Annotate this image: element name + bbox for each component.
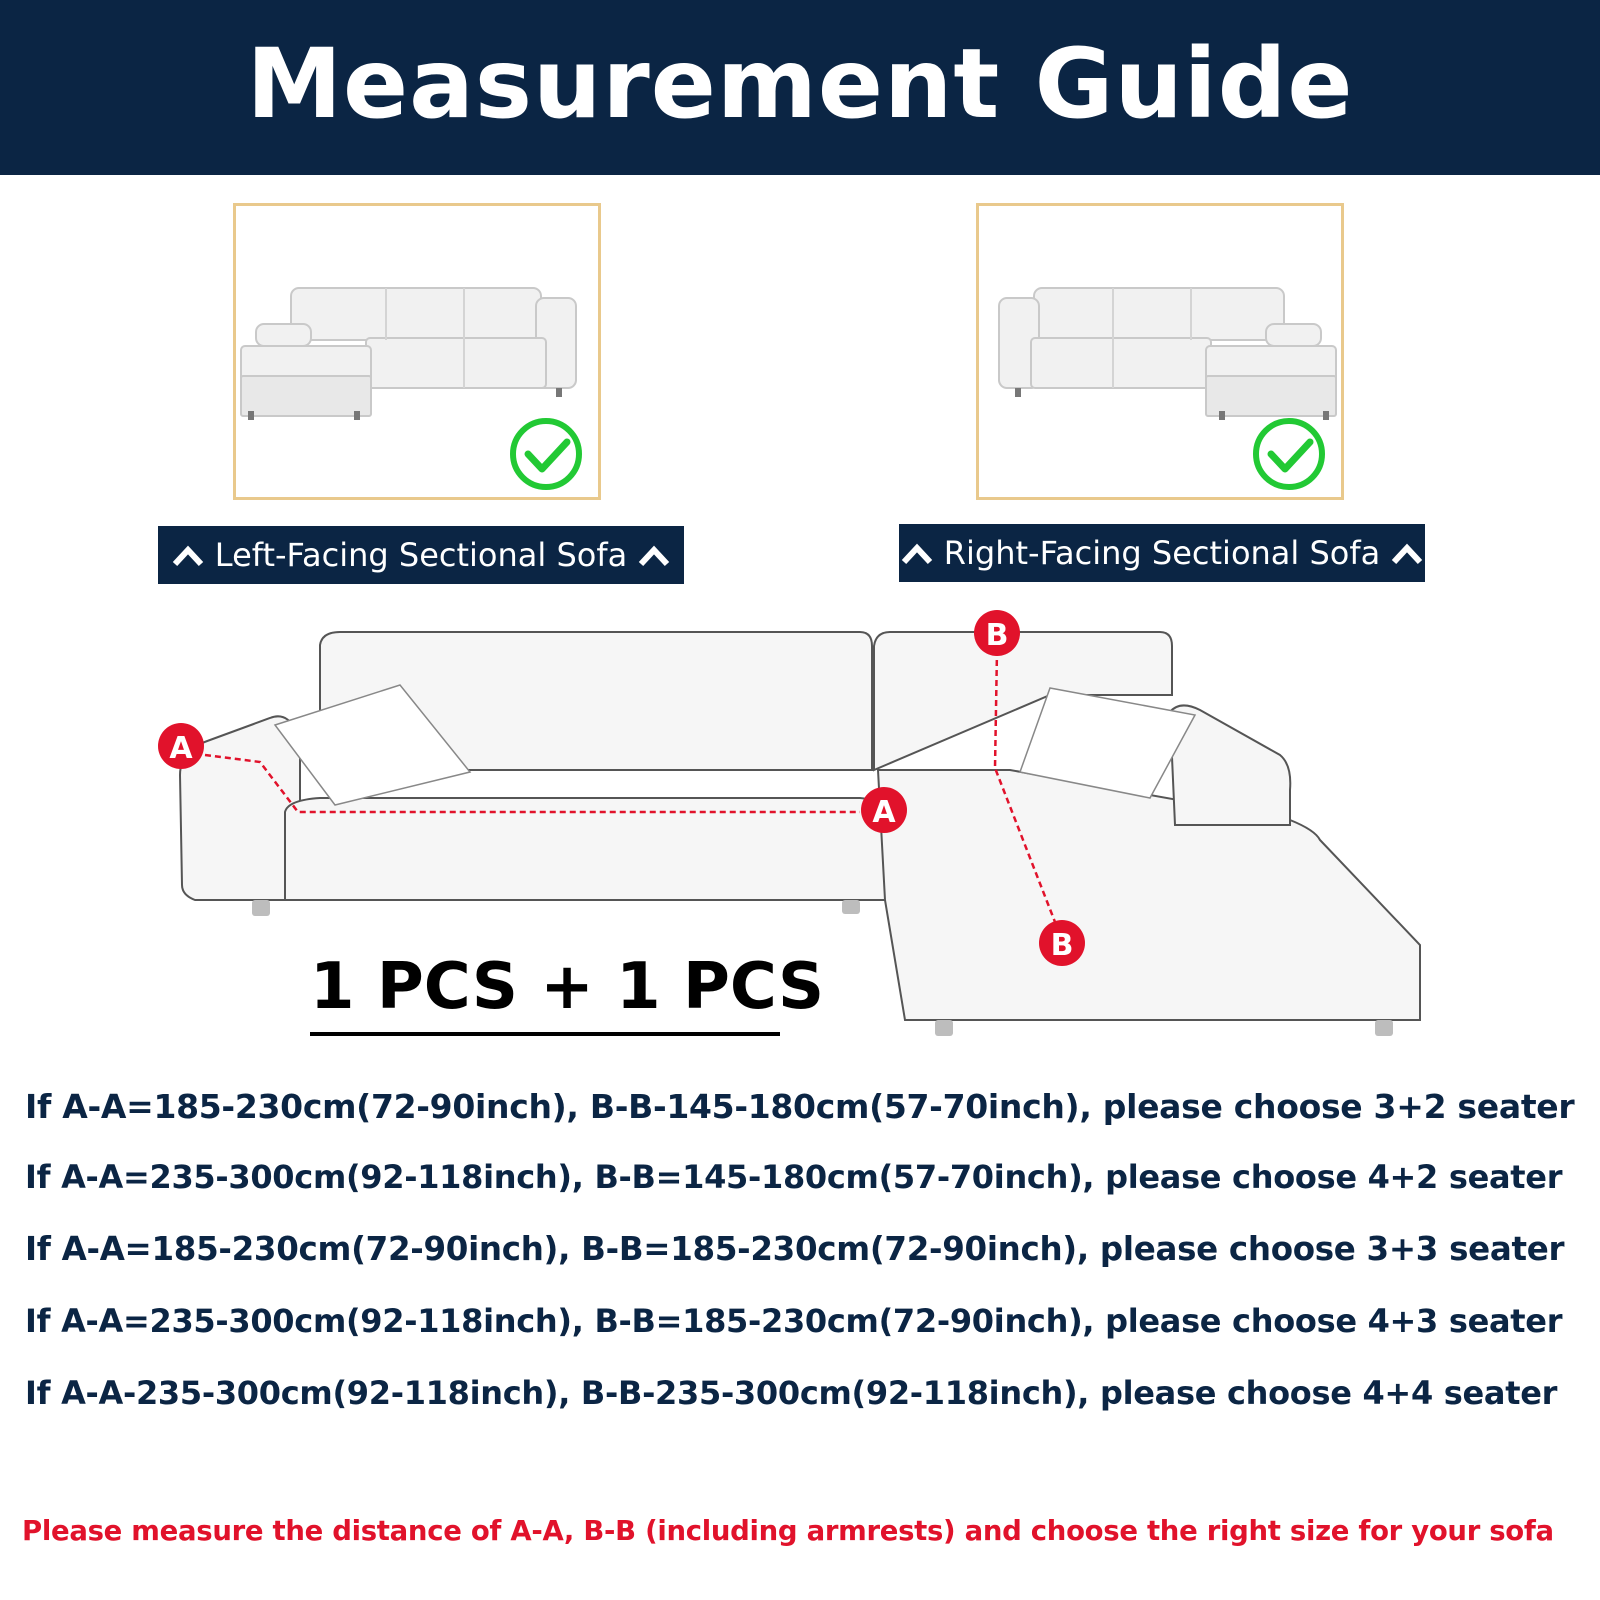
right-facing-sofa-image	[998, 287, 1337, 490]
marker-a-right: A	[861, 787, 907, 833]
marker-b-bottom: B	[1039, 920, 1085, 966]
svg-text:B: B	[986, 618, 1009, 653]
left-facing-label-text: Left-Facing Sectional Sofa	[214, 536, 628, 574]
pieces-label: 1 PCS + 1 PCS	[310, 950, 825, 1024]
pieces-underline	[310, 1032, 780, 1036]
svg-text:B: B	[1051, 928, 1074, 963]
right-facing-sofa-card[interactable]	[976, 203, 1344, 500]
chevron-up-icon	[172, 545, 203, 567]
size-rule-4: If A-A=235-300cm(92-118inch), B-B=185-23…	[25, 1302, 1563, 1340]
sectional-sofa-diagram: A A B B	[158, 610, 1421, 1036]
svg-text:A: A	[872, 795, 896, 830]
check-icon	[1253, 418, 1325, 490]
right-facing-label-text: Right-Facing Sectional Sofa	[943, 534, 1381, 572]
marker-a-left: A	[158, 723, 204, 769]
check-icon	[510, 418, 582, 490]
chevron-up-icon	[901, 543, 932, 565]
left-facing-label[interactable]: Left-Facing Sectional Sofa	[158, 526, 684, 584]
size-rule-3: If A-A=185-230cm(72-90inch), B-B=185-230…	[25, 1230, 1565, 1268]
page-title: Measurement Guide	[246, 27, 1354, 140]
left-facing-sofa-card[interactable]	[233, 203, 601, 500]
chevron-up-icon	[639, 545, 670, 567]
size-rule-1: If A-A=185-230cm(72-90inch), B-B-145-180…	[25, 1087, 1575, 1126]
left-facing-sofa-image	[240, 287, 582, 490]
marker-b-top: B	[974, 610, 1020, 656]
chevron-up-icon	[1392, 543, 1423, 565]
svg-text:A: A	[169, 731, 193, 766]
size-rule-2: If A-A=235-300cm(92-118inch), B-B=145-18…	[25, 1158, 1563, 1196]
header-banner: Measurement Guide	[0, 0, 1600, 175]
right-facing-label[interactable]: Right-Facing Sectional Sofa	[899, 524, 1425, 582]
size-rule-5: If A-A-235-300cm(92-118inch), B-B-235-30…	[25, 1374, 1558, 1412]
measure-note: Please measure the distance of A-A, B-B …	[22, 1515, 1554, 1547]
